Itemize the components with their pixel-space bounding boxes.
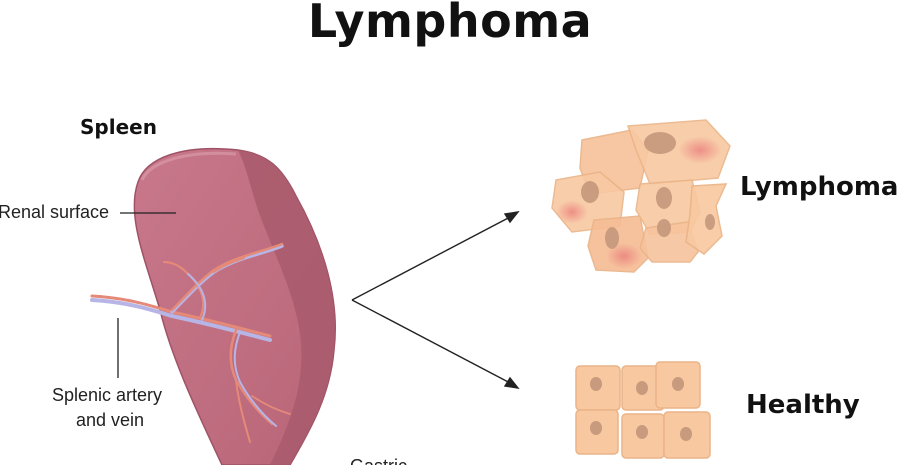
splenic-vessels-label-line1: Splenic artery [52, 385, 163, 405]
healthy-outcome-label: Healthy [746, 390, 860, 420]
lymphoma-outcome-label: Lymphoma [740, 172, 899, 202]
lymphoma-nuclei [581, 132, 715, 249]
splenic-vein [90, 298, 272, 342]
splenic-vessels-label-line2: and vein [76, 410, 145, 430]
spleen-organ [133, 147, 336, 465]
healthy-cell-grid [575, 361, 711, 459]
diagram-title: Lymphoma [307, 0, 593, 48]
gastric-label: Gastric [350, 456, 407, 465]
spleen-label: Spleen [80, 115, 157, 139]
renal-surface-label: Renal surface [0, 202, 110, 222]
outcome-arrows [351, 211, 520, 389]
splenic-vessels [90, 242, 291, 443]
